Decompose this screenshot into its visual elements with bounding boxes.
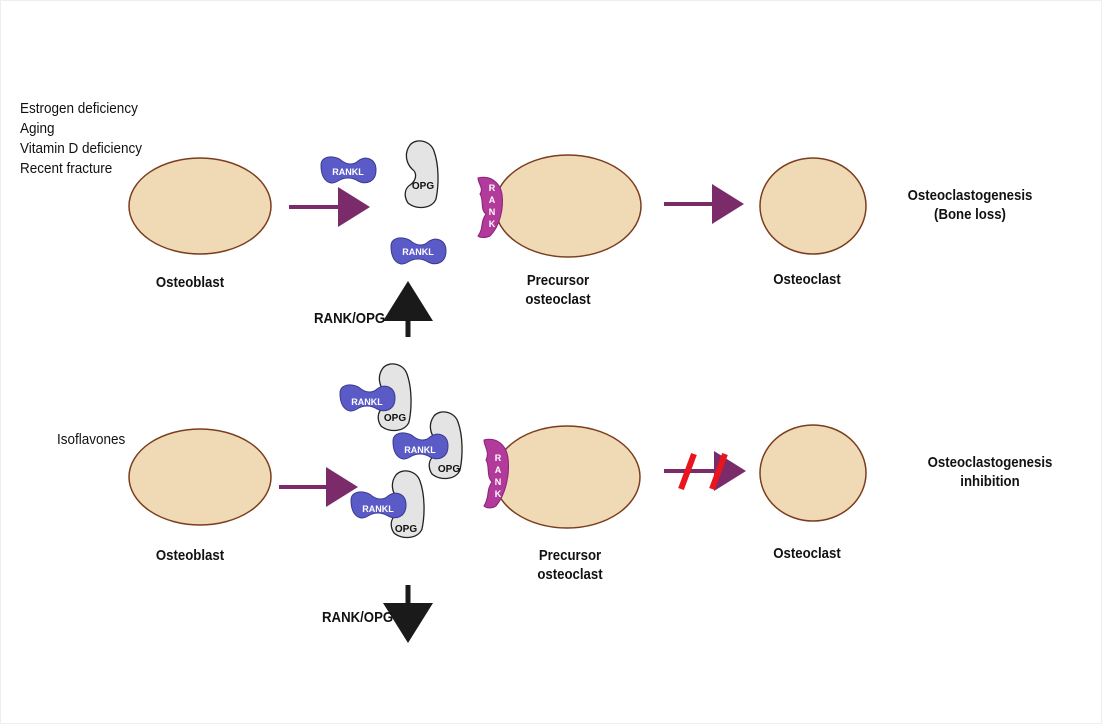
osteoblast-label: Osteoblast <box>155 274 225 291</box>
rank-label: R <box>489 183 496 193</box>
svg-text:RANKL: RANKL <box>362 504 394 514</box>
rank-label: N <box>495 477 502 487</box>
precursor-osteoclast-label: Precursor osteoclast <box>505 271 611 309</box>
risk-factor: Estrogen deficiency <box>20 100 138 117</box>
osteoblast-cell <box>128 157 272 255</box>
svg-text:OPG: OPG <box>395 524 417 535</box>
svg-text:RANKL: RANKL <box>404 445 436 455</box>
rankl-opg-complex: OPG RANKL <box>392 411 463 480</box>
osteoblast-label: Osteoblast <box>155 547 225 564</box>
svg-text:OPG: OPG <box>384 413 406 424</box>
rank-label: A <box>489 195 496 205</box>
rank-receptor <box>483 438 509 509</box>
opg-molecule: OPG <box>404 140 439 209</box>
svg-text:RANKL: RANKL <box>351 397 383 407</box>
rank-label: N <box>489 207 496 217</box>
rank-receptor <box>477 176 503 238</box>
rankl-molecule: RANKL <box>390 237 447 265</box>
outcome-line2: (Bone loss) <box>934 206 1006 223</box>
block-mark-icon <box>709 452 728 491</box>
outcome-label: Osteoclastogenesis inhibition <box>920 453 1061 491</box>
svg-text:OPG: OPG <box>412 181 434 192</box>
svg-text:RANKL: RANKL <box>332 167 364 177</box>
svg-text:OPG: OPG <box>438 464 460 475</box>
osteoclast-cell <box>759 157 867 255</box>
precursor-line1: Precursor <box>538 547 602 564</box>
agent-label: Isoflavones <box>57 431 126 448</box>
precursor-osteoclast-cell <box>493 425 641 529</box>
block-mark-icon <box>678 452 697 491</box>
rank-label: R <box>495 453 502 463</box>
precursor-line1: Precursor <box>526 272 590 289</box>
osteoclast-cell <box>759 424 867 522</box>
risk-factors-list: Estrogen deficiency Aging Vitamin D defi… <box>20 99 142 179</box>
risk-factor: Vitamin D deficiency <box>20 140 143 157</box>
precursor-osteoclast-label: Precursor osteoclast <box>517 546 623 584</box>
osteoclast-label: Osteoclast <box>773 545 841 562</box>
ratio-label: RANK/OPG <box>322 609 394 626</box>
rankl-molecule: RANKL <box>320 156 377 184</box>
outcome-line1: Osteoclastogenesis <box>927 454 1053 471</box>
osteoclast-label: Osteoclast <box>773 271 841 288</box>
svg-text:RANKL: RANKL <box>402 247 434 257</box>
precursor-line2: osteoclast <box>525 291 591 308</box>
risk-factor: Aging <box>20 120 55 137</box>
osteoblast-cell <box>128 428 272 526</box>
outcome-label: Osteoclastogenesis (Bone loss) <box>900 186 1041 224</box>
ratio-label: RANK/OPG <box>314 310 386 327</box>
precursor-osteoclast-cell <box>494 154 642 258</box>
risk-factor: Recent fracture <box>20 160 113 177</box>
outcome-line2: inhibition <box>960 473 1020 490</box>
rank-label: A <box>495 465 502 475</box>
rank-label: K <box>495 489 502 499</box>
outcome-line1: Osteoclastogenesis <box>907 187 1033 204</box>
rankl-opg-complex: OPG RANKL <box>350 470 425 539</box>
rank-label: K <box>489 219 496 229</box>
rankl-opg-complex: OPG RANKL <box>339 363 412 432</box>
precursor-line2: osteoclast <box>537 566 603 583</box>
